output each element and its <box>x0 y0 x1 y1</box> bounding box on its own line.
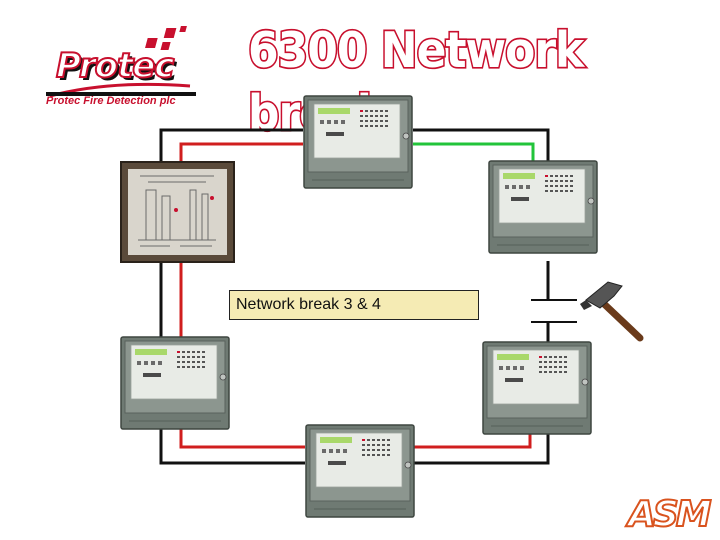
fire-panel-panel-left-lower <box>121 337 229 429</box>
annotation-box: Network break 3 & 4 <box>229 290 479 320</box>
fire-panel-panel-bottom <box>306 425 414 517</box>
asm-logo: ASM <box>628 494 709 535</box>
fire-panel-panel-right-upper <box>489 161 597 253</box>
fire-panel-panel-right-lower <box>483 342 591 434</box>
fire-panel-panel-top <box>304 96 412 188</box>
annotation-text: Network break 3 & 4 <box>236 296 381 314</box>
